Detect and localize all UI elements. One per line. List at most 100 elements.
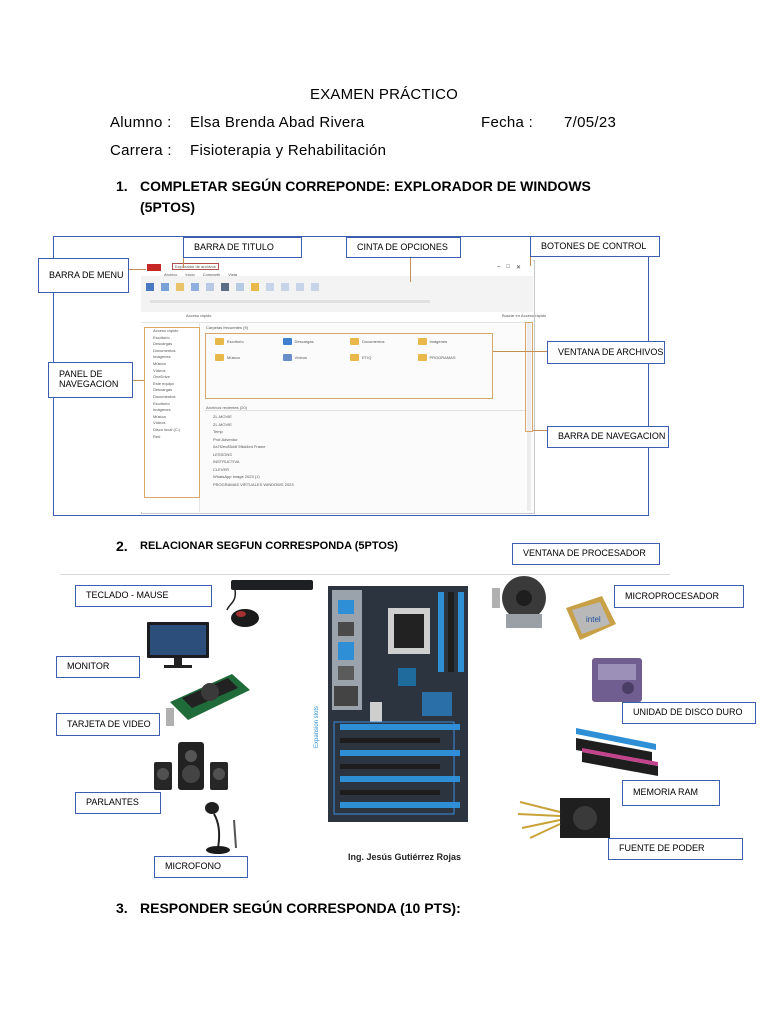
list-item[interactable]: CLEVER xyxy=(213,466,230,472)
nav-item[interactable]: Disco local (C:) xyxy=(153,426,181,432)
label-barra-titulo: BARRA DE TITULO xyxy=(183,237,302,258)
folder-icon xyxy=(417,338,427,345)
nav-item[interactable]: Documentos xyxy=(153,347,176,353)
nav-item[interactable]: Música xyxy=(153,360,166,366)
section1-title: COMPLETAR SEGÚN CORREPONDE: EXPLORADOR D… xyxy=(140,178,591,194)
nav-item[interactable]: Vídeos xyxy=(153,420,166,426)
move-icon[interactable] xyxy=(191,283,199,291)
frequent-folders-header: Carpetas frecuentes (9) xyxy=(206,325,249,330)
section2-number: 2. xyxy=(116,538,128,554)
list-item[interactable]: Prof.Adventur xyxy=(213,436,238,442)
processor-image: intel xyxy=(566,596,616,640)
page-title: EXAMEN PRÁCTICO xyxy=(309,86,459,103)
pin-icon[interactable] xyxy=(146,283,154,291)
folder-icon xyxy=(215,354,224,361)
paste-icon[interactable] xyxy=(176,283,184,291)
maximize-icon[interactable]: □ xyxy=(506,264,510,270)
keyboard-mouse-image xyxy=(226,580,313,627)
nav-item[interactable]: Acceso rápido xyxy=(153,328,179,333)
list-item[interactable]: ZL-MOVIE xyxy=(213,414,232,419)
connector-line xyxy=(183,256,184,268)
folder-item[interactable]: Documentos xyxy=(350,338,418,345)
list-item[interactable]: Temp xyxy=(213,429,223,434)
nav-item[interactable]: Descargas xyxy=(153,387,173,393)
list-item[interactable]: PROGRAMAS VIRTUALES WINDOWS 2023 xyxy=(213,481,294,487)
folder-icon xyxy=(215,338,224,345)
copy-icon[interactable] xyxy=(161,283,169,291)
folder-item[interactable]: PROGRAMAS xyxy=(417,354,486,361)
recent-files-header: Archivos recientes (20) xyxy=(206,405,247,410)
explorer-menu-tabs: Archivo Inicio Compartir Vista xyxy=(164,272,237,277)
new-folder-icon[interactable] xyxy=(251,283,259,291)
connector-line xyxy=(132,380,144,381)
label-memoria-ram: MEMORIA RAM xyxy=(622,780,720,806)
properties-icon[interactable] xyxy=(281,283,289,291)
copyto-icon[interactable] xyxy=(206,283,214,291)
open-icon[interactable] xyxy=(296,283,304,291)
address-path: Acceso rápido xyxy=(186,313,212,318)
nav-item[interactable]: Documentos xyxy=(153,393,176,399)
file-menu-tab xyxy=(147,264,161,271)
nav-item[interactable]: Escritorio xyxy=(153,334,170,340)
list-item[interactable]: INSTRUCTIVA xyxy=(213,459,240,464)
new-item-icon[interactable] xyxy=(266,283,274,291)
label-ventana-archivos: VENTANA DE ARCHIVOS xyxy=(547,341,665,364)
nav-item[interactable]: Música xyxy=(153,413,166,419)
list-item[interactable]: 0a7f2ec85d4f 5fbd4ed Frame xyxy=(213,444,266,449)
date-label: Fecha : xyxy=(481,114,534,131)
label-fuente-poder: FUENTE DE PODER xyxy=(608,838,743,860)
label-teclado-mause: TECLADO - MAUSE xyxy=(75,585,212,607)
section1-number: 1. xyxy=(116,178,128,194)
ribbon-buttons xyxy=(146,283,319,291)
recent-files-list: ZL-MOVIE ZL-MOVIE Temp Prof.Adventur 0a7… xyxy=(213,414,294,487)
select-icon[interactable] xyxy=(311,283,319,291)
menu-tab-vista[interactable]: Vista xyxy=(228,272,238,277)
nav-item[interactable]: Red xyxy=(153,433,161,439)
nav-item[interactable]: Este equipo xyxy=(153,380,175,386)
list-item[interactable]: ZL-MOVIE xyxy=(213,421,232,427)
folder-item[interactable]: Descargas xyxy=(282,338,351,345)
list-item[interactable]: LESSONS xyxy=(213,451,232,457)
folder-item[interactable]: Música xyxy=(215,354,283,361)
folder-item[interactable]: ETIQ xyxy=(350,354,418,361)
cpu-cooler-image xyxy=(492,576,546,628)
address-bar xyxy=(141,312,533,323)
delete-icon[interactable] xyxy=(221,283,229,291)
board-caption: Ing. Jesús Gutiérrez Rojas xyxy=(348,852,462,862)
microphone-image xyxy=(205,802,237,854)
expansion-slots-label: Expansion slots xyxy=(314,705,320,748)
nav-item[interactable]: Imágenes xyxy=(153,407,171,413)
folder-icon xyxy=(282,338,292,345)
career-label: Carrera : xyxy=(110,142,172,159)
label-barra-menu: BARRA DE MENU xyxy=(38,258,129,293)
nav-item[interactable]: OneDrive xyxy=(153,374,170,380)
explorer-window-title: Explorador de archivos xyxy=(172,263,219,270)
nav-item[interactable]: Descargas xyxy=(153,341,173,347)
search-box[interactable]: Buscar en Acceso rápido xyxy=(502,313,547,318)
svg-text:intel: intel xyxy=(586,615,601,624)
explorer-title-strip xyxy=(141,260,533,276)
folder-grid: Escritorio Descargas Documentos Imágenes… xyxy=(215,338,485,361)
connector-line xyxy=(128,269,146,270)
list-item[interactable]: WhatsApp Image 2023 (1) xyxy=(213,474,260,479)
video-card-image xyxy=(166,674,250,726)
menu-tab-archivo[interactable]: Archivo xyxy=(164,272,178,277)
section3-number: 3. xyxy=(116,900,128,916)
label-botones-control: BOTONES DE CONTROL xyxy=(530,236,660,257)
minimize-icon[interactable]: – xyxy=(497,264,501,270)
rename-icon[interactable] xyxy=(236,283,244,291)
scrollbar[interactable] xyxy=(527,323,531,511)
folder-item[interactable]: Escritorio xyxy=(215,338,283,345)
close-icon[interactable]: ✕ xyxy=(515,265,521,271)
files-area-highlight xyxy=(205,333,493,399)
folder-item[interactable]: Imágenes xyxy=(417,338,486,345)
nav-item[interactable]: Vídeos xyxy=(153,367,166,373)
nav-item[interactable]: Escritorio xyxy=(153,400,170,406)
menu-tab-inicio[interactable]: Inicio xyxy=(185,272,195,277)
menu-tab-compartir[interactable]: Compartir xyxy=(202,272,221,277)
nav-item[interactable]: Imágenes xyxy=(153,354,171,360)
folder-item[interactable]: Vídeos xyxy=(282,354,351,361)
folder-icon xyxy=(417,354,427,361)
ram-image xyxy=(576,728,658,776)
connector-line xyxy=(533,430,547,431)
